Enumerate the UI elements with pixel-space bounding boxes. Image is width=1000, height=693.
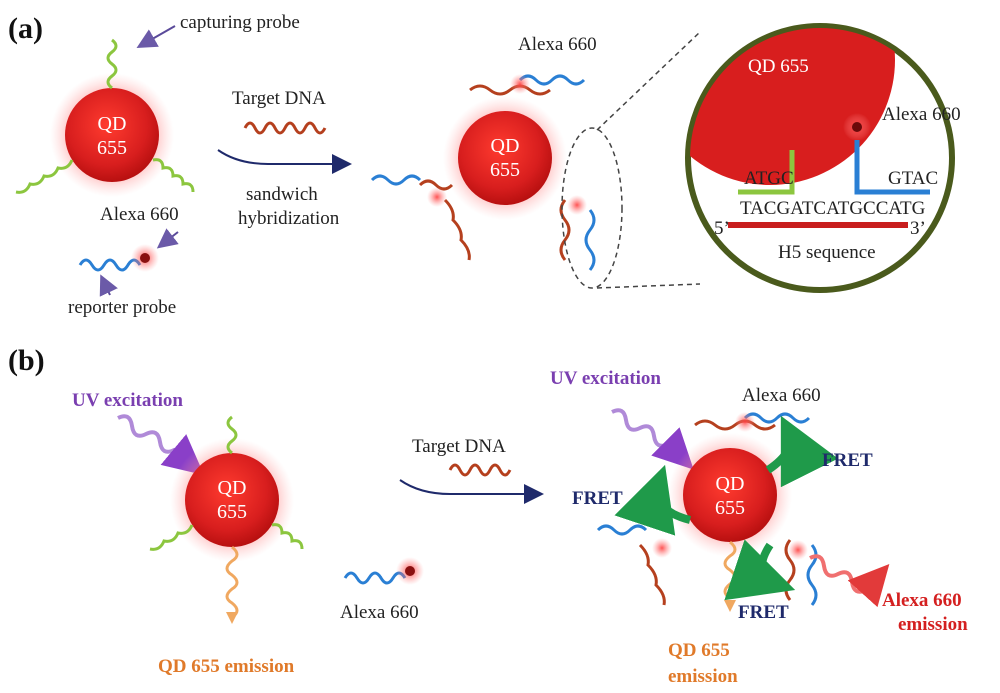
reporter-strand [854,140,930,195]
alexa-right-label: Alexa 660 [742,385,821,406]
qd-emission-left-label: QD 655 emission [158,656,295,677]
five-prime-label: 5’ [714,218,730,239]
zoom-inset: QD 655 Alexa 660 ATGC GTAC TACGATCATGCCA… [685,23,961,293]
quantum-dot-b-left: QD 655 [149,415,304,624]
capturing-probe-helix-icon [15,38,195,194]
target-strand [728,222,908,228]
qd-label-line2: 655 [715,497,745,519]
pointer-arrow [136,25,176,48]
reaction-arrow [217,149,352,174]
qd-label-line2: 655 [490,159,520,181]
qd-label-line1: QD [98,113,127,135]
sequence-label: TACGATCATGCCATG [740,198,926,219]
alexa-emission-label-2: emission [898,614,968,635]
fret-label-3: FRET [738,602,789,623]
qd-label-line1: QD [491,135,520,157]
reporter-probe-label: reporter probe [68,297,176,318]
qd-label-line1: QD [716,473,745,495]
pointer-arrow [156,228,179,249]
quantum-dot-a: QD 655 [50,73,174,197]
three-prime-label: 3’ [910,218,926,239]
target-dna-label-b: Target DNA [412,436,506,457]
zoom-alexa-label: Alexa 660 [882,104,961,125]
zoom-qd-label: QD 655 [748,56,809,77]
capture-strand [738,150,795,195]
panel-a-label: (a) [8,12,43,45]
target-dna-helix-icon [448,463,512,477]
qd-label-line2: 655 [97,137,127,159]
uv-wave-icon [611,408,694,470]
hybridization-label: hybridization [238,208,340,229]
uv-wave-icon [117,414,205,476]
h5-label: H5 sequence [778,242,876,263]
alexa-emission-label-1: Alexa 660 [882,590,962,611]
alexa-free-label: Alexa 660 [340,602,419,623]
zoom-line [596,283,701,289]
hybridized-complex-a: QD 655 [370,74,596,271]
zoom-ellipse [561,127,623,289]
fret-label-2: FRET [572,488,623,509]
hybridized-complex-b: QD 655 [596,412,818,612]
capturing-probe-label: capturing probe [180,12,300,33]
qd-emission-right-label-2: emission [668,666,738,687]
product-alexa-label: Alexa 660 [518,34,597,55]
qd-emission-wave-icon [225,545,239,619]
fret-curved-arrow-icon [724,539,796,601]
reporter-probe-helix-icon [78,244,159,272]
fret-curved-arrow-icon [614,464,692,536]
uv-excitation-left: UV excitation [72,390,183,411]
reporter-probe-helix-icon [343,571,407,585]
panel-b-label: (b) [8,344,45,377]
alexa-660-label: Alexa 660 [100,204,179,225]
alexa-emission-wave-icon [809,554,890,608]
fret-curved-arrow-icon [765,415,839,488]
qd-label-line2: 655 [217,501,247,523]
zoom-line [596,31,701,131]
gtac-label: GTAC [888,168,938,189]
qd-label-line1: QD [218,477,247,499]
qd-emission-right-label-1: QD 655 [668,640,730,661]
atgc-label: ATGC [744,168,794,189]
sandwich-label: sandwich [246,184,318,205]
reaction-arrow-b [399,479,544,504]
target-dna-helix-icon [243,121,327,135]
pointer-arrow [99,274,118,297]
target-dna-label: Target DNA [232,88,326,109]
fret-label-1: FRET [822,450,873,471]
uv-excitation-right: UV excitation [550,368,661,389]
